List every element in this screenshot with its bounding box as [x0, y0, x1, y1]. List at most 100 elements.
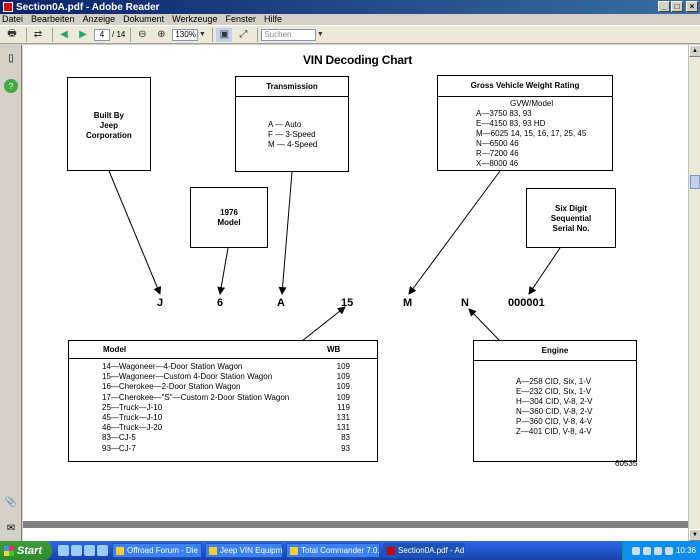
toolbar-separator: [26, 27, 27, 42]
vin-char-engine: N: [461, 297, 469, 309]
vin-char-gvwr: M: [403, 297, 413, 309]
pages-icon[interactable]: ▯: [8, 52, 14, 64]
gvwr-line: X—8000 46: [476, 159, 519, 168]
pdf-page: VIN Decoding Chart Built By Jeep Corpora…: [23, 45, 688, 523]
fit-width-icon[interactable]: ⤢: [239, 29, 248, 40]
taskbar-item-active[interactable]: Section0A.pdf - Adob...: [383, 543, 465, 558]
quick-launch-icon[interactable]: [58, 545, 69, 556]
model-cell: 83—CJ-5: [102, 433, 136, 443]
tray-icon[interactable]: [653, 546, 662, 555]
browser-icon: [209, 546, 217, 555]
menu-bearbeiten[interactable]: Bearbeiten: [31, 14, 75, 24]
next-page-icon[interactable]: ▶: [79, 29, 87, 40]
engine-line: N—360 CID, V-8, 2-V: [516, 407, 593, 416]
page-number-input[interactable]: 4: [94, 28, 110, 41]
search-dropdown-icon[interactable]: ▼: [316, 31, 324, 38]
vertical-scrollbar[interactable]: ▲ ▼: [688, 45, 700, 541]
adobe-reader-icon: [387, 546, 395, 555]
arrow-gvwr: [408, 170, 501, 295]
table-row: 17—Cherokee—"S"—Custom 2-Door Station Wa…: [102, 393, 350, 403]
zoom-dropdown-icon[interactable]: ▼: [198, 31, 206, 38]
page-divider: [23, 521, 688, 527]
share-icon[interactable]: ⇄: [33, 29, 43, 40]
maximize-button[interactable]: □: [671, 1, 683, 12]
gvwr-line: M—6025 14, 15, 16, 17, 25, 45: [476, 129, 587, 138]
print-icon[interactable]: 🖶: [7, 28, 17, 39]
start-button[interactable]: Start: [0, 541, 52, 560]
wb-cell: 109: [336, 362, 350, 371]
total-commander-icon: [290, 546, 298, 555]
tray-icon[interactable]: [642, 546, 651, 555]
quick-launch-icon[interactable]: [97, 545, 108, 556]
arrow-year: [217, 247, 229, 295]
serial-line: Serial No.: [552, 224, 590, 233]
comments-icon[interactable]: ✉: [6, 522, 16, 534]
menu-fenster[interactable]: Fenster: [225, 14, 256, 24]
engine-line: H—304 CID, V-8, 2-V: [516, 397, 593, 406]
wb-cell: 93: [341, 443, 350, 453]
menu-datei[interactable]: Datei: [2, 14, 24, 24]
wb-cell: 119: [337, 402, 350, 412]
document-view[interactable]: VIN Decoding Chart Built By Jeep Corpora…: [23, 45, 688, 541]
model-cell: 14—Wagoneer—4-Door Station Wagon: [102, 362, 243, 371]
scroll-up-icon[interactable]: ▲: [689, 45, 700, 57]
gvwr-box: Gross Vehicle Weight Rating GVW/Model A—…: [437, 75, 613, 171]
figure-number: 60535: [615, 459, 638, 468]
taskbar: Start Offroad Forum - Die ... Jeep VIN E…: [0, 541, 700, 560]
model-table-header: Model WB: [69, 341, 377, 359]
arrow-transmission: [278, 171, 293, 295]
zoom-out-icon[interactable]: ⊖: [138, 29, 147, 40]
page-title: VIN Decoding Chart: [303, 53, 413, 67]
vin-char-serial: 000001: [508, 297, 545, 309]
vin-char-transmission: A: [277, 297, 285, 309]
menu-werkzeuge[interactable]: Werkzeuge: [172, 14, 218, 24]
page-total: / 14: [112, 30, 126, 39]
serial-number-box: Six Digit Sequential Serial No.: [526, 188, 616, 248]
gvwr-line: R—7200 46: [476, 149, 519, 158]
menu-anzeige[interactable]: Anzeige: [82, 14, 116, 24]
previous-page-icon[interactable]: ◀: [60, 29, 68, 40]
connector-arrows: [108, 170, 561, 343]
scroll-down-icon[interactable]: ▼: [689, 529, 700, 541]
close-button[interactable]: ×: [686, 1, 698, 12]
minimize-button[interactable]: _: [658, 1, 670, 12]
vin-char-year: 6: [217, 297, 224, 309]
tray-icon[interactable]: [631, 546, 640, 555]
windows-logo-icon: [4, 545, 14, 556]
transmission-line: A — Auto: [268, 120, 302, 129]
tray-icon[interactable]: [664, 546, 673, 555]
scroll-thumb[interactable]: [690, 175, 700, 189]
engine-line: E—232 CID, Six, 1-V: [516, 387, 592, 396]
quick-launch-icon[interactable]: [71, 545, 82, 556]
toolbar-separator: [212, 27, 214, 42]
toolbar-separator: [257, 27, 259, 42]
model-cell: 93—CJ-7: [102, 443, 136, 453]
zoom-in-icon[interactable]: ⊕: [157, 29, 166, 40]
built-by-line: Jeep: [99, 121, 118, 130]
attachments-icon[interactable]: 📎: [4, 496, 18, 508]
zoom-input[interactable]: 130%: [172, 28, 199, 41]
taskbar-item[interactable]: Total Commander 7.0...: [286, 543, 380, 558]
gvwr-line: N—6500 46: [476, 139, 519, 148]
quick-launch-icon[interactable]: [84, 545, 95, 556]
search-input[interactable]: Suchen: [261, 28, 317, 41]
help-icon[interactable]: ?: [4, 79, 18, 93]
model-cell: 25—Truck—J-10: [102, 402, 163, 412]
wb-cell: 83: [341, 433, 350, 443]
gvwr-line: E—4150 83, 93 HD: [476, 119, 546, 128]
taskbar-item[interactable]: Offroad Forum - Die ...: [112, 543, 202, 558]
menu-dokument[interactable]: Dokument: [123, 14, 165, 24]
arrow-model: [301, 306, 346, 342]
transmission-box: Transmission A — Auto F — 3-Speed M — 4-…: [235, 76, 349, 172]
built-by-line: Corporation: [86, 131, 132, 140]
table-row: 93—CJ-7 93: [102, 444, 350, 454]
gvwr-header: Gross Vehicle Weight Rating: [438, 76, 612, 97]
taskbar-item[interactable]: Jeep VIN Equipment ...: [205, 543, 283, 558]
toolbar-separator: [130, 27, 132, 42]
wb-cell: 109: [336, 392, 350, 402]
menu-hilfe[interactable]: Hilfe: [264, 14, 283, 24]
fit-page-icon[interactable]: ▣: [216, 27, 233, 42]
arrow-engine: [468, 308, 502, 343]
